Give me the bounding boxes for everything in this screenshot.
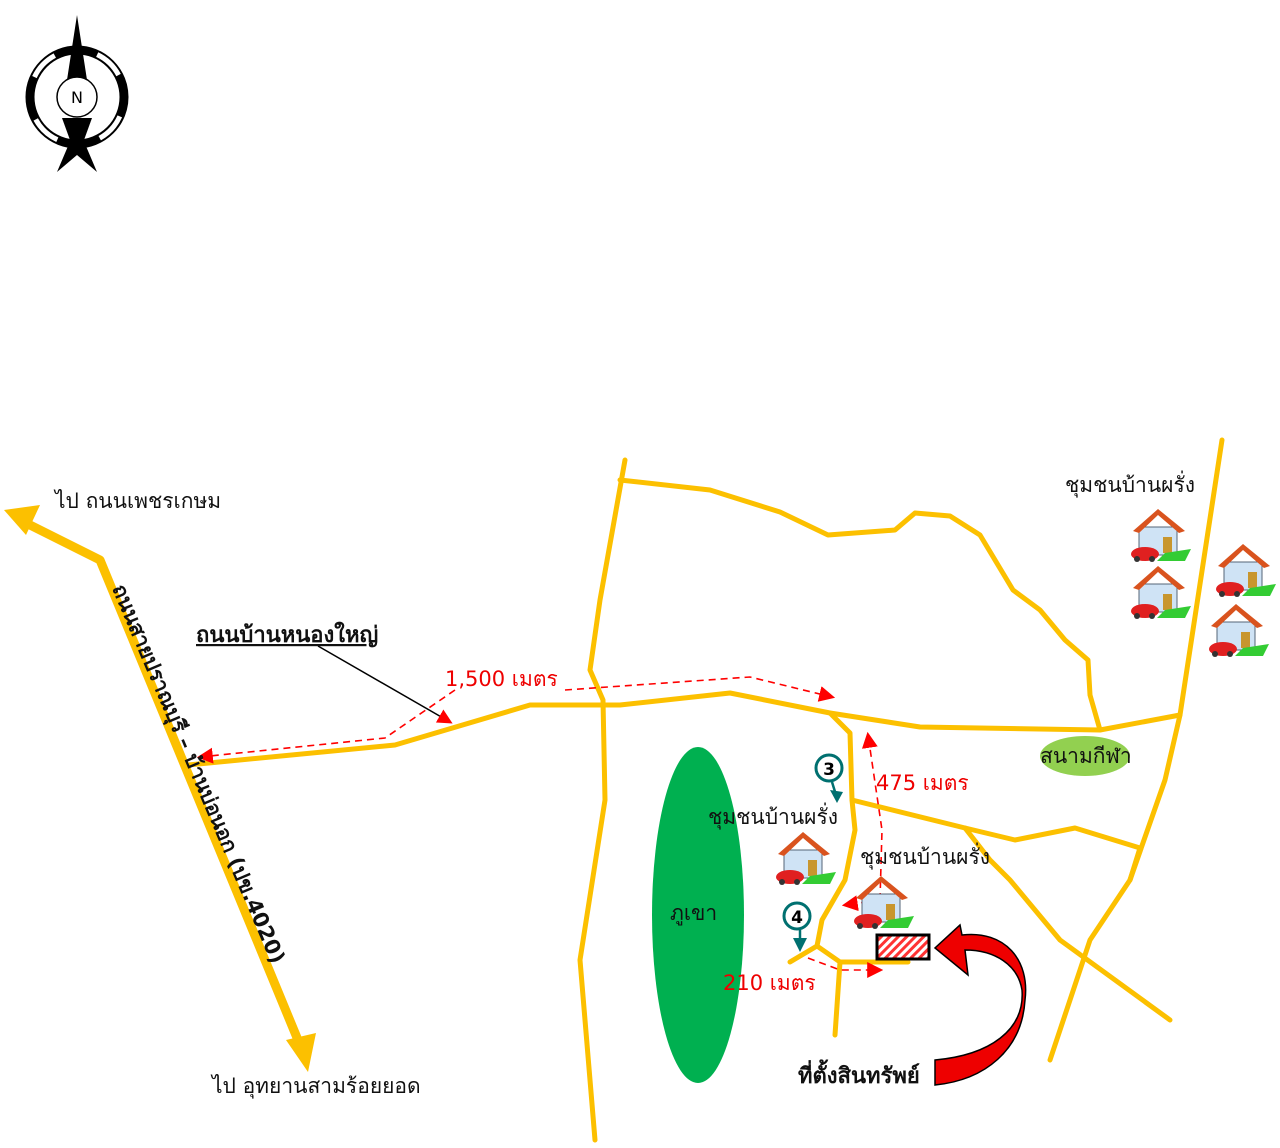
- label-nong-yai-road: ถนนบ้านหนองใหญ่: [196, 621, 378, 648]
- distance-arrow-1500-west: [196, 689, 456, 764]
- marker-4: 4: [782, 901, 812, 952]
- north-compass-icon: N: [25, 15, 129, 172]
- label-distance-210: 210 เมตร: [723, 971, 816, 995]
- label-mountain: ภูเขา: [670, 901, 717, 926]
- house-icon: [853, 875, 915, 930]
- label-to-park: ไป อุทยานสามร้อยยอด: [210, 1074, 421, 1099]
- house-icon: [1215, 543, 1277, 598]
- label-community-ne: ชุมชนบ้านผรั่ง: [1065, 470, 1195, 498]
- compass-letter: N: [71, 88, 83, 107]
- distance-arrow-475-north: [861, 731, 883, 901]
- stadium-shape: [1040, 736, 1130, 776]
- label-distance-475: 475 เมตร: [876, 771, 969, 795]
- house-icon: [775, 831, 837, 886]
- property-location: [875, 933, 931, 961]
- house-icon: [1208, 603, 1270, 658]
- marker-3: 3: [814, 753, 844, 803]
- house-icon: [1130, 565, 1192, 620]
- road-pointer-line: [317, 645, 453, 724]
- label-distance-1500: 1,500 เมตร: [445, 667, 558, 691]
- house-icon: [1130, 508, 1192, 563]
- svg-text:3: 3: [823, 760, 835, 780]
- property-arrow-icon: [933, 923, 1027, 1086]
- mountain-shape: [652, 747, 744, 1083]
- main-road: [4, 505, 316, 1072]
- label-stadium: สนามกีฬา: [1040, 744, 1132, 768]
- distance-arrow-210: [807, 957, 884, 978]
- label-community-se: ชุมชนบ้านผรั่ง: [860, 842, 990, 870]
- label-to-phetkasem: ไป ถนนเพชรเกษม: [53, 489, 221, 513]
- svg-text:4: 4: [791, 908, 803, 928]
- distance-arrow-1500-east: [564, 676, 836, 702]
- roads: [185, 437, 1225, 1143]
- label-property: ที่ตั้งสินทรัพย์: [798, 1059, 920, 1089]
- label-community-mid: ชุมชนบ้านผรั่ง: [708, 802, 838, 830]
